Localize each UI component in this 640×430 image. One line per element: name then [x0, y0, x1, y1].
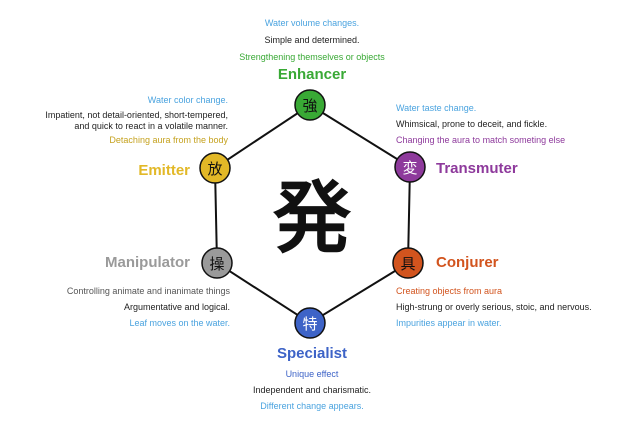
node-specialist: 特: [294, 307, 326, 339]
node-enhancer: 強: [294, 89, 326, 121]
conjurer-water: Impurities appear in water.: [396, 318, 502, 328]
specialist-title: Specialist: [276, 345, 348, 362]
node-conjurer-kanji: 具: [400, 255, 415, 273]
emitter-title: Emitter: [138, 162, 190, 179]
transmuter-title: Transmuter: [436, 160, 518, 177]
manipulator-water: Leaf moves on the water.: [129, 318, 230, 328]
enhancer-title: Enhancer: [277, 66, 347, 83]
manipulator-personality: Argumentative and logical.: [123, 302, 230, 312]
node-emitter-kanji: 放: [207, 160, 222, 178]
node-manipulator: 操: [201, 247, 233, 279]
emitter-water: Water color change.: [147, 95, 228, 105]
conjurer-title: Conjurer: [436, 254, 499, 271]
conjurer-personality: High-strung or overly serious, stoic, an…: [396, 302, 592, 312]
transmuter-personality: Whimsical, prone to deceit, and fickle.: [396, 119, 548, 129]
specialist-ability: Unique effect: [285, 369, 339, 379]
node-transmuter-kanji: 変: [402, 159, 417, 177]
center-kanji: 発: [272, 174, 352, 264]
manipulator-title: Manipulator: [105, 254, 190, 271]
emitter-personality-line1: Impatient, not detail-oriented, short-te…: [45, 110, 228, 120]
emitter-personality-line2: and quick to react in a volatile manner.: [74, 121, 228, 131]
conjurer-ability: Creating objects from aura: [396, 286, 503, 296]
emitter-ability: Detaching aura from the body: [109, 135, 228, 145]
node-enhancer-kanji: 強: [302, 97, 317, 115]
enhancer-ability: Strengthening themselves or objects: [239, 52, 385, 62]
node-emitter: 放: [199, 152, 231, 184]
specialist-water: Different change appears.: [260, 401, 364, 411]
transmuter-ability: Changing the aura to match someting else: [396, 135, 566, 145]
transmuter-water: Water taste change.: [396, 103, 477, 113]
manipulator-ability: Controlling animate and inanimate things: [66, 286, 230, 296]
node-transmuter: 変: [394, 151, 426, 183]
specialist-personality: Independent and charismatic.: [252, 385, 372, 395]
node-specialist-kanji: 特: [302, 315, 317, 333]
node-manipulator-kanji: 操: [209, 255, 224, 273]
node-conjurer: 具: [392, 247, 424, 279]
enhancer-personality: Simple and determined.: [264, 35, 360, 45]
enhancer-water: Water volume changes.: [264, 18, 360, 28]
